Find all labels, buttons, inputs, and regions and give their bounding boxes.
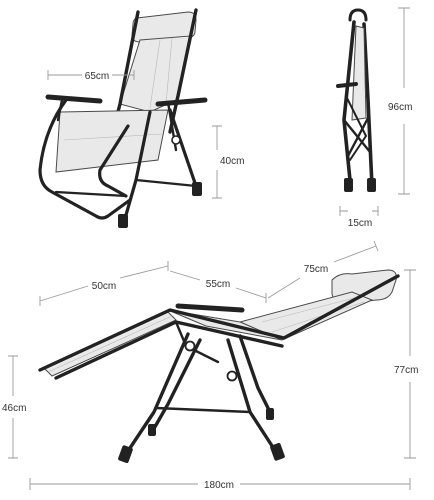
total-height-label: 77cm	[394, 365, 418, 376]
reclined-chair	[38, 269, 400, 464]
side-depth-label: 15cm	[348, 218, 372, 229]
total-length-label: 180cm	[204, 480, 234, 491]
front-height-label: 40cm	[220, 156, 244, 167]
total-height-dimension: 77cm	[394, 269, 418, 459]
side-height-label: 96cm	[388, 102, 412, 113]
side-height-dimension: 96cm	[388, 7, 412, 195]
backrest-label: 75cm	[304, 264, 328, 275]
side-depth-dimension: 15cm	[339, 206, 379, 229]
seat-height-dimension: 46cm	[2, 355, 26, 459]
backrest-dimension: 75cm	[267, 240, 379, 299]
seat-dimension: 55cm	[169, 270, 267, 303]
total-length-dimension: 180cm	[29, 478, 411, 491]
front-width-label: 65cm	[85, 71, 109, 82]
front-width-dimension: 65cm	[47, 70, 135, 82]
front-height-dimension: 40cm	[212, 125, 244, 199]
side-view-chair	[336, 8, 376, 192]
front-view-chair	[38, 8, 208, 228]
leg-rest-dimension: 50cm	[39, 261, 169, 306]
seat-label: 55cm	[206, 279, 230, 290]
seat-height-label: 46cm	[2, 403, 26, 414]
leg-rest-label: 50cm	[92, 281, 116, 292]
